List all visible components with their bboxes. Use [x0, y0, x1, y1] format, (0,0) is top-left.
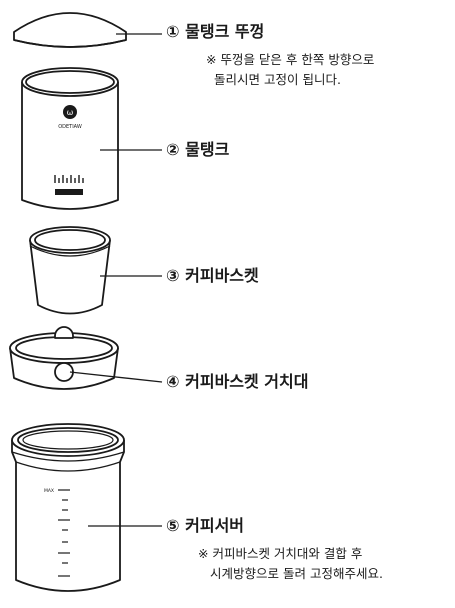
part-number-2: ②: [166, 140, 180, 159]
part-number-4: ④: [166, 372, 180, 391]
part-note-1-line-1: ※ 뚜껑을 닫은 후 한쪽 방향으로: [206, 52, 375, 67]
part-name-2: 물탱크: [185, 140, 230, 159]
part-number-3: ③: [166, 266, 180, 285]
part-number-5: ⑤: [166, 516, 180, 535]
part-note-1-line-2: 돌리시면 고정이 됩니다.: [214, 72, 341, 87]
part-note-5-line-1: ※ 커피바스켓 거치대와 결합 후: [198, 546, 363, 561]
part-name-5: 커피서버: [185, 516, 245, 535]
svg-text:ω: ω: [67, 108, 74, 117]
part-name-4: 커피바스켓 거치대: [185, 372, 309, 391]
tank-brand-text: ODETIAW: [58, 124, 82, 130]
part-label-2: ② 물탱크: [166, 140, 229, 160]
part-label-3: ③ 커피바스켓: [166, 266, 259, 286]
part-label-1: ① 물탱크 뚜껑: [166, 22, 264, 42]
coffee-basket-illustration: [29, 226, 111, 315]
part-name-1: 물탱크 뚜껑: [185, 22, 265, 41]
water-tank-illustration: ω ODETIAW: [21, 67, 119, 210]
tank-lid-illustration: [13, 12, 127, 48]
part-name-3: 커피바스켓: [185, 266, 259, 285]
coffee-server-illustration: MAX: [11, 423, 125, 592]
part-note-5-line-2: 시계방향으로 돌려 고정해주세요.: [210, 566, 383, 581]
part-number-1: ①: [166, 22, 180, 41]
leader-line-4: [69, 371, 163, 383]
basket-holder-illustration: [9, 326, 119, 390]
part-label-5: ⑤ 커피서버: [166, 516, 244, 536]
part-label-4: ④ 커피바스켓 거치대: [166, 372, 308, 392]
server-scale-max-label: MAX: [44, 488, 54, 494]
